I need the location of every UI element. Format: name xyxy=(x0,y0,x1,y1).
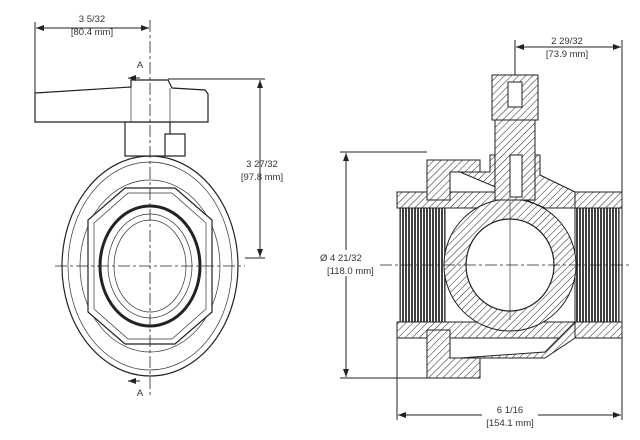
section-label-top: A xyxy=(137,60,144,71)
width-dim-imperial: 3 5/32 xyxy=(79,14,105,25)
section-label-bottom: A xyxy=(137,388,144,399)
length-dim-imperial: 6 1/16 xyxy=(497,405,523,416)
length-dim-metric: [154.1 mm] xyxy=(486,418,534,429)
front-view xyxy=(34,20,265,395)
height-dim-imperial: 3 27/32 xyxy=(246,159,278,170)
diameter-dim-metric: [118.0 mm] xyxy=(327,266,374,277)
stem-dim-imperial: 2 29/32 xyxy=(551,36,583,47)
section-view xyxy=(340,40,630,420)
height-dim-metric: [97.8 mm] xyxy=(241,172,283,183)
stem-dim-metric: [73.9 mm] xyxy=(546,49,588,60)
width-dim-metric: [80.4 mm] xyxy=(71,27,113,38)
diameter-dim-imperial: Ø 4 21/32 xyxy=(320,253,362,264)
